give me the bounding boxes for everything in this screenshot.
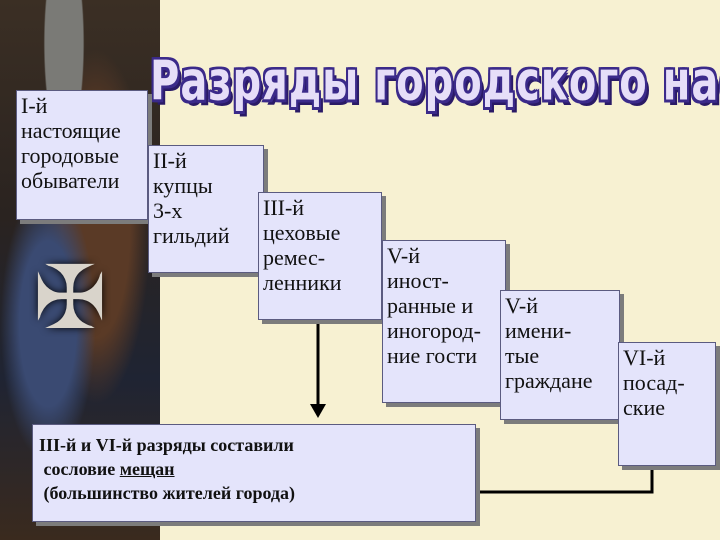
arrow-head-3 bbox=[310, 404, 326, 418]
category-box-1: I-й настоящие городовые обыватели bbox=[16, 90, 148, 220]
category-label-6: VI-й bbox=[623, 345, 666, 370]
category-label-3: III-й bbox=[263, 195, 305, 220]
summary-line-1: III-й и VI-й разряды составили bbox=[39, 435, 294, 455]
category-box-5: V-й имени- тые граждане bbox=[500, 290, 620, 420]
category-text-1: настоящие городовые обыватели bbox=[21, 118, 121, 193]
category-label-1: I-й bbox=[21, 93, 48, 118]
category-text-3: цеховые ремес- ленники bbox=[263, 220, 342, 295]
category-label-4: V-й bbox=[387, 243, 420, 268]
category-label-2: II-й bbox=[153, 148, 187, 173]
summary-line-3: (большинство жителей города) bbox=[43, 483, 296, 503]
category-box-2: II-й купцы 3-х гильдий bbox=[148, 145, 264, 273]
order-cross-icon: ✠ bbox=[33, 251, 107, 348]
summary-box: III-й и VI-й разряды составили сословие … bbox=[32, 424, 476, 522]
category-box-4: V-й иност- ранные и иногород- ние гости bbox=[382, 240, 506, 403]
category-text-5: имени- тые граждане bbox=[505, 318, 593, 393]
summary-line-2-prefix: сословие bbox=[43, 459, 120, 479]
category-box-6: VI-й посад- ские bbox=[618, 342, 716, 466]
summary-term: мещан bbox=[119, 459, 175, 479]
slide-title: Разряды городского населения bbox=[150, 50, 720, 114]
category-text-6: посад- ские bbox=[623, 370, 685, 420]
category-text-2: купцы 3-х гильдий bbox=[153, 173, 230, 248]
arrow-connector-6 bbox=[478, 466, 654, 494]
category-text-4: иност- ранные и иногород- ние гости bbox=[387, 268, 481, 368]
category-box-3: III-й цеховые ремес- ленники bbox=[258, 192, 382, 320]
category-label-5: V-й bbox=[505, 293, 538, 318]
